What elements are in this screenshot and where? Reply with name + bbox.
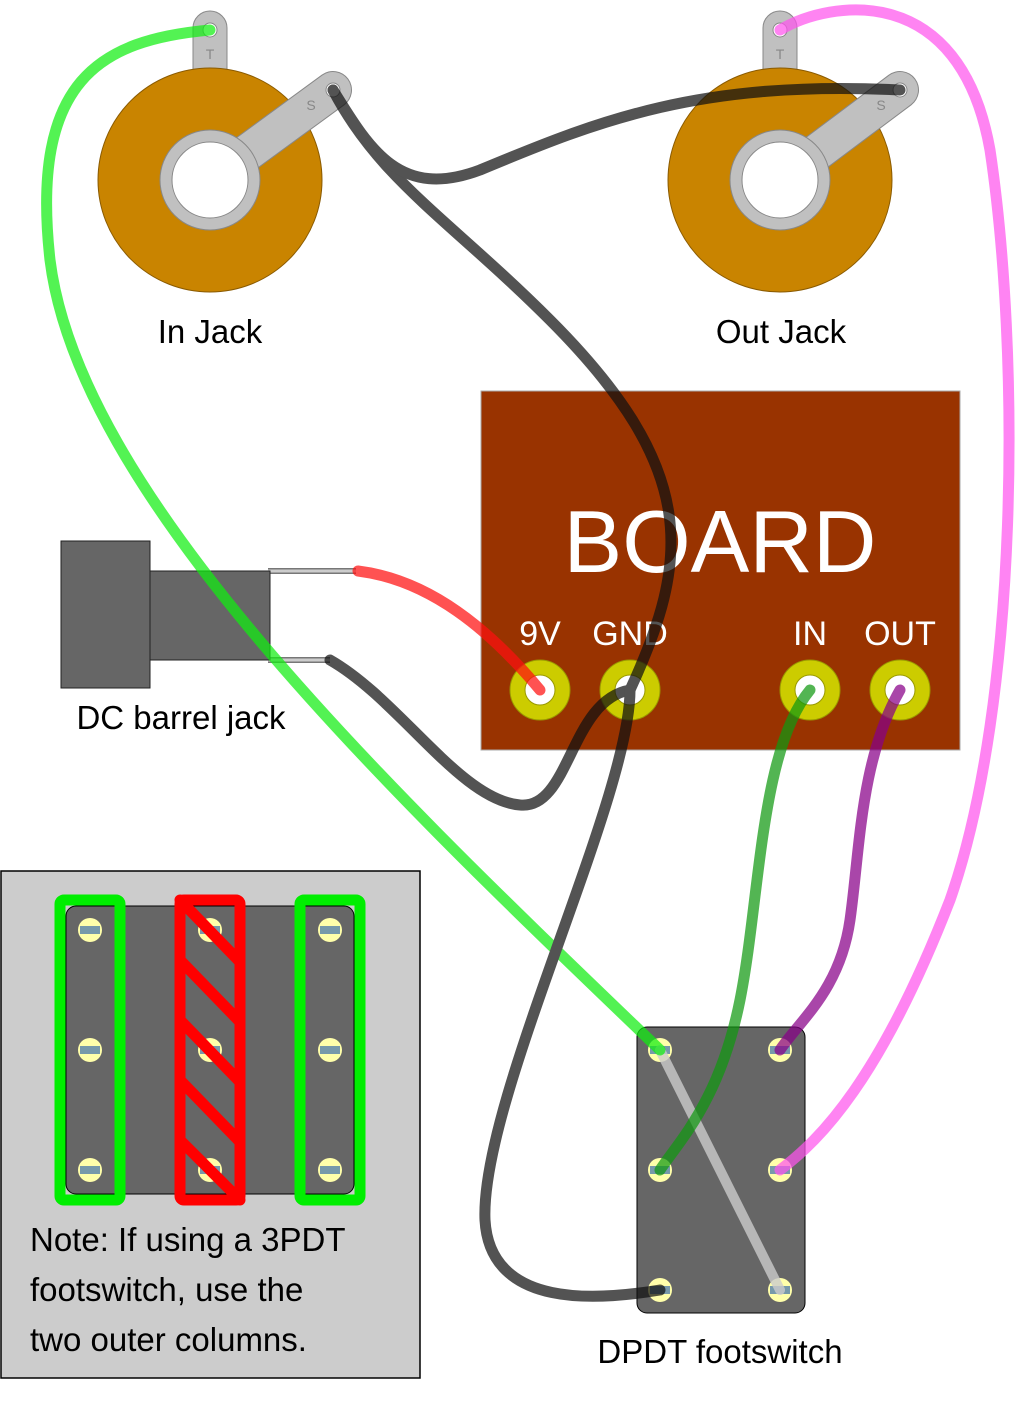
3pdt-outer-column-right: [294, 894, 366, 1206]
in-jack-sleeve-label: S: [306, 97, 315, 113]
out-jack-sleeve-label: S: [876, 97, 885, 113]
in-jack-tip-label: T: [206, 46, 215, 62]
board-title: BOARD: [564, 492, 877, 591]
out-jack: T S: [667, 10, 919, 293]
pad-label-in: IN: [793, 615, 827, 653]
switch-lug: [318, 1038, 342, 1062]
note-line-1: Note: If using a 3PDT: [30, 1221, 345, 1258]
note-line-2: footswitch, use the: [30, 1271, 303, 1308]
wire-board-in: [654, 684, 816, 1176]
dc-barrel-jack: [60, 540, 356, 689]
board: BOARD 9V GND IN OUT: [480, 390, 961, 751]
footswitch-label: DPDT footswitch: [597, 1333, 842, 1370]
wire-dc-ground: [324, 654, 636, 811]
3pdt-middle-column-crossed: [174, 894, 246, 1206]
wire-dc-power-9v: [352, 565, 546, 696]
switch-lug: [78, 1158, 102, 1182]
in-jack-hole: [171, 141, 249, 219]
note-box: Note: If using a 3PDT footswitch, use th…: [0, 870, 421, 1379]
pad-label-9v: 9V: [519, 615, 561, 653]
wire-output-tip: [774, 4, 1015, 1176]
in-jack: T S: [97, 10, 352, 293]
dc-jack-label: DC barrel jack: [76, 699, 286, 736]
out-jack-tip-label: T: [776, 46, 785, 62]
wire-gnd-to-footswitch: [479, 684, 666, 1302]
wire-board-out: [774, 684, 906, 1056]
switch-lug: [78, 918, 102, 942]
out-jack-label: Out Jack: [716, 313, 847, 350]
in-jack-label: In Jack: [158, 313, 263, 350]
switch-lug: [318, 918, 342, 942]
switch-lug: [318, 1158, 342, 1182]
switch-lug: [78, 1038, 102, 1062]
pad-label-out: OUT: [864, 615, 936, 653]
wire-input-tip-to-footswitch: [41, 24, 666, 1056]
footswitch-jumper-wire: [655, 1045, 785, 1295]
in-jack-tip-lug: [192, 10, 228, 76]
wire-sleeve-to-sleeve: [327, 82, 906, 185]
3pdt-outer-column-left: [54, 894, 126, 1206]
note-line-3: two outer columns.: [30, 1321, 307, 1358]
